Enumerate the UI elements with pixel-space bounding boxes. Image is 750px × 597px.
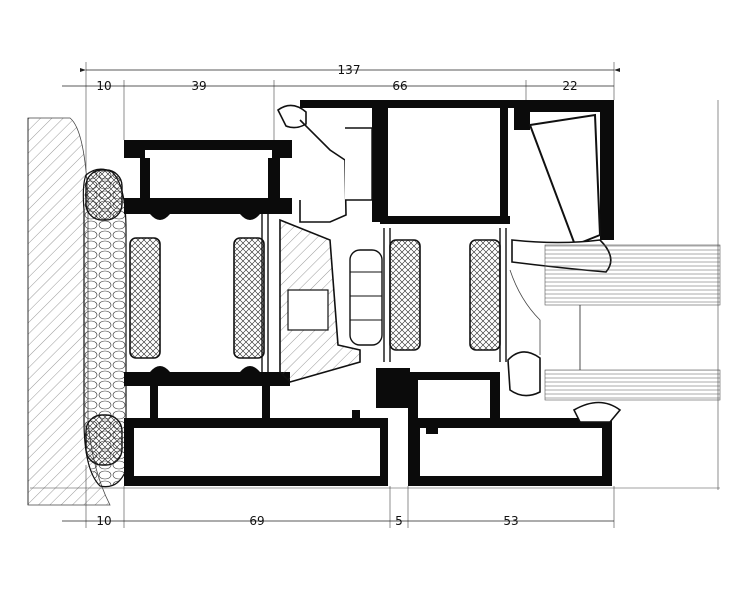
dim-top-bead-width: 22 [562, 79, 577, 93]
frame-profile-top [276, 100, 612, 224]
glazing-spacers [129, 214, 507, 372]
insulation-foam [82, 168, 127, 488]
thermal-break [279, 218, 383, 383]
dim-top-wall-offset: 10 [96, 79, 111, 93]
sealant-bottom [85, 414, 123, 466]
dim-bottom-outer-frame: 53 [503, 514, 518, 528]
dimension-labels: 10 39 137 66 22 10 69 5 53 [96, 63, 577, 528]
dim-bottom-wall-offset: 10 [96, 514, 111, 528]
dim-top-frame-width: 66 [392, 79, 407, 93]
dim-bottom-inner-frame: 69 [249, 514, 264, 528]
dim-bottom-gap: 5 [395, 514, 403, 528]
dim-top-sash-width: 39 [191, 79, 206, 93]
frame-profile-bottom [124, 368, 622, 486]
sash-profile [124, 140, 292, 418]
sealant-top [85, 169, 123, 221]
exterior-glass-cut [507, 100, 721, 490]
dimension-lines [62, 68, 620, 522]
dim-top-overall: 137 [338, 63, 361, 77]
